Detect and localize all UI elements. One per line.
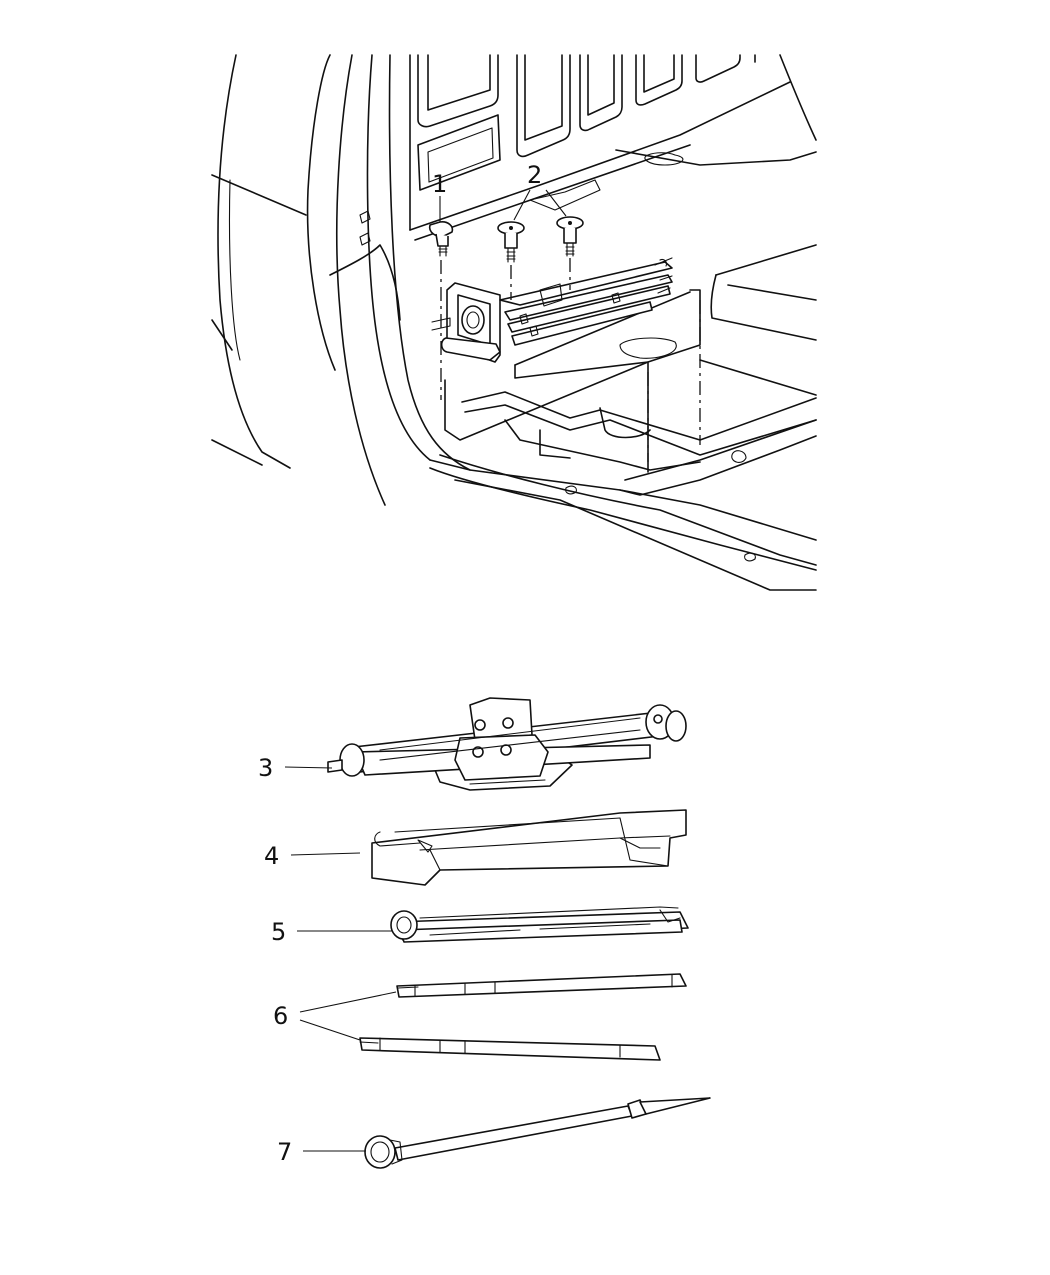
folding-tool-part-5 xyxy=(390,906,689,943)
extension-bar-part-6b xyxy=(359,1037,661,1061)
callout-1: 1 xyxy=(432,170,447,198)
bolt-part-2a xyxy=(497,221,525,263)
leader-4 xyxy=(290,852,361,856)
jack-stowage-assembly xyxy=(431,257,673,363)
leader-6b xyxy=(299,1019,361,1041)
callout-2: 2 xyxy=(527,161,542,189)
vehicle-interior-view xyxy=(211,54,817,591)
leader-6a xyxy=(299,991,397,1013)
callout-5: 5 xyxy=(271,918,286,946)
jack-handle-case-part-4 xyxy=(371,809,687,886)
bolt-part-2b xyxy=(556,216,584,257)
leader-3 xyxy=(284,766,333,769)
callout-7: 7 xyxy=(277,1138,292,1166)
scissor-jack-part-3 xyxy=(327,697,687,791)
leader-2b xyxy=(545,189,567,217)
lug-wrench-part-7 xyxy=(364,1097,711,1169)
fastener-group xyxy=(428,216,701,462)
callout-4: 4 xyxy=(264,842,279,870)
leader-2a xyxy=(513,189,531,221)
callout-6: 6 xyxy=(273,1002,288,1030)
extension-bar-part-6a xyxy=(396,973,687,998)
wing-bolt-part-1 xyxy=(428,221,454,257)
callout-3: 3 xyxy=(258,754,273,782)
